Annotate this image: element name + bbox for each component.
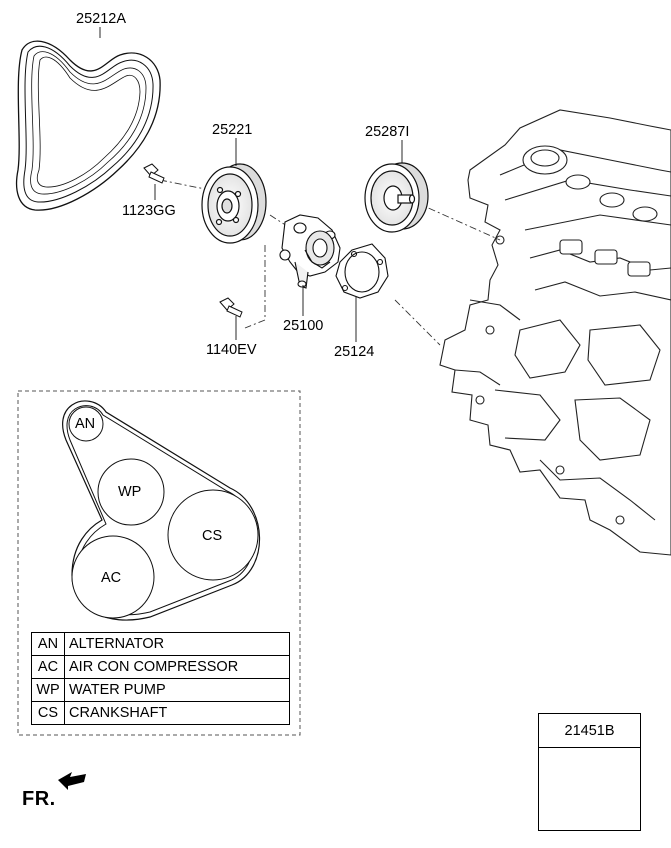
legend-code: WP bbox=[31, 678, 65, 702]
callout-lines bbox=[99, 27, 403, 342]
legend-code: AN bbox=[31, 632, 65, 656]
label-bolt-lower: 1140EV bbox=[206, 342, 257, 358]
tensioner-pulley bbox=[364, 162, 429, 233]
label-idler-pulley: 25221 bbox=[212, 122, 253, 138]
legend-code: AC bbox=[31, 655, 65, 679]
legend-row: AC AIR CON COMPRESSOR bbox=[31, 655, 290, 679]
legend-name: CRANKSHAFT bbox=[64, 701, 290, 725]
pulley-label-an: AN bbox=[75, 416, 96, 432]
legend-name: WATER PUMP bbox=[64, 678, 290, 702]
front-direction-arrow-icon bbox=[58, 772, 86, 790]
legend-name: ALTERNATOR bbox=[64, 632, 290, 656]
belt-routing-diagram bbox=[62, 400, 261, 621]
sealant-part-box: 21451B bbox=[538, 713, 641, 831]
pulley-wp bbox=[97, 458, 165, 526]
legend-name: AIR CON COMPRESSOR bbox=[64, 655, 290, 679]
bolt-lower bbox=[219, 297, 243, 318]
pulley-legend-table: AN ALTERNATOR AC AIR CON COMPRESSOR WP W… bbox=[31, 632, 290, 725]
legend-row: AN ALTERNATOR bbox=[31, 632, 290, 656]
legend-code: CS bbox=[31, 701, 65, 725]
label-tensioner-pulley: 25287I bbox=[365, 124, 410, 140]
pulley-ac bbox=[71, 535, 155, 619]
label-sealant: 21451B bbox=[539, 714, 640, 748]
label-bolt-upper: 1123GG bbox=[122, 203, 176, 219]
pulley-label-cs: CS bbox=[202, 528, 223, 544]
idler-pulley bbox=[201, 163, 267, 244]
belt-routing-box bbox=[17, 390, 301, 736]
front-direction-label: FR. bbox=[22, 788, 56, 810]
water-pump bbox=[279, 214, 341, 289]
bolt-upper bbox=[143, 163, 165, 184]
pulley-an bbox=[68, 406, 104, 442]
label-gasket: 25124 bbox=[334, 344, 375, 360]
gasket bbox=[335, 243, 389, 299]
label-belt: 25212A bbox=[76, 11, 126, 27]
pulley-label-ac: AC bbox=[101, 570, 122, 586]
pulley-cs bbox=[167, 489, 259, 581]
pulley-label-wp: WP bbox=[118, 484, 142, 500]
legend-row: WP WATER PUMP bbox=[31, 678, 290, 702]
legend-row: CS CRANKSHAFT bbox=[31, 701, 290, 725]
label-water-pump: 25100 bbox=[283, 318, 324, 334]
drive-belt bbox=[15, 40, 161, 211]
engine-block bbox=[439, 109, 671, 556]
